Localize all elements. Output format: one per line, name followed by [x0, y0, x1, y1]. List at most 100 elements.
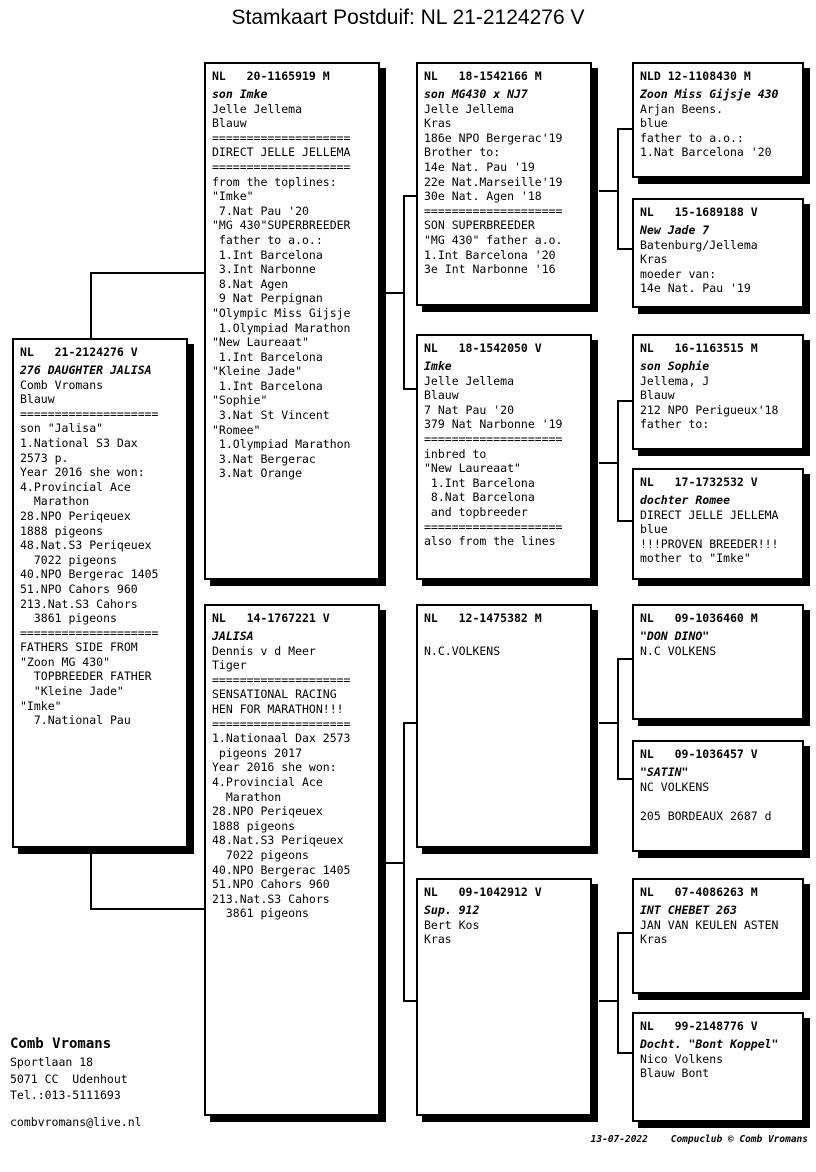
ring-number: NLD 12-1108430 M — [640, 69, 751, 83]
connector-g1m-stem — [386, 862, 405, 864]
connector-subject-to-mother-vertical — [90, 830, 92, 910]
credit-line: 13-07-2022 Compuclub © Comb Vromans — [590, 1134, 808, 1145]
ring-number: NL 07-4086263 M — [640, 885, 758, 899]
bird-name: JALISA — [212, 629, 254, 643]
connector-g1f-to-g2b — [403, 388, 416, 390]
pedigree-box-g3-mfm[interactable]: NL 09-1036457 V "SATIN" NC VOLKENS 205 B… — [632, 740, 804, 852]
bird-name: "SATIN" — [640, 765, 689, 779]
pedigree-box-g3-fff[interactable]: NLD 12-1108430 M Zoon Miss Gijsje 430 Ar… — [632, 62, 804, 178]
detail-body: Jelle Jellema Kras 186e NPO Bergerac'19 … — [424, 101, 563, 277]
connector-g1f-stem — [386, 292, 405, 294]
pedigree-box-g2-mf[interactable]: NL 12-1475382 M N.C.VOLKENS — [416, 604, 592, 848]
bird-name: Sup. 912 — [424, 903, 480, 917]
owner-address-line-1: Sportlaan 18 — [10, 1055, 94, 1069]
connector-g2d-trunk — [617, 932, 619, 1054]
detail-body: Jellema, J Blauw 212 NPO Perigueux'18 fa… — [640, 373, 779, 432]
bird-name: son MG430 x NJ7 — [424, 87, 528, 101]
owner-address-line-2: 5071 CC Udenhout — [10, 1071, 128, 1086]
ring-number: NL 16-1163515 M — [640, 341, 758, 355]
ring-number: NL 20-1165919 M — [212, 69, 330, 83]
pedigree-box-g2-fm[interactable]: NL 18-1542050 V Imke Jelle Jellema Blauw… — [416, 334, 592, 580]
pedigree-box-g2-ff[interactable]: NL 18-1542166 M son MG430 x NJ7 Jelle Je… — [416, 62, 592, 306]
connector-g2d-to-g3g — [617, 932, 632, 934]
bird-name: Zoon Miss Gijsje 430 — [640, 87, 779, 101]
pedigree-box-g1-mother[interactable]: NL 14-1767221 V JALISA Dennis v d Meer T… — [204, 604, 380, 1116]
pedigree-box-subject[interactable]: NL 21-2124276 V 276 DAUGHTER JALISA Comb… — [12, 338, 188, 848]
detail-body: Nico Volkens Blauw Bont — [640, 1051, 724, 1081]
box-detail-lines: New Jade 7 Batenburg/Jellema Kras moeder… — [640, 223, 796, 296]
box-detail-lines: JALISA Dennis v d Meer Tiger ===========… — [212, 629, 372, 921]
ring-number: NL 09-1036460 M — [640, 611, 758, 625]
pedigree-box-g1-father[interactable]: NL 20-1165919 M son Imke Jelle Jellema B… — [204, 62, 380, 580]
connector-g1m-to-g2c — [403, 722, 416, 724]
connector-g1m-to-g2d — [403, 1000, 416, 1002]
box-detail-lines: INT CHEBET 263 JAN VAN KEULEN ASTEN Kras — [640, 903, 796, 947]
ring-number: NL 12-1475382 M — [424, 611, 542, 625]
connector-g1f-to-g2a — [403, 195, 416, 197]
connector-g2c-to-g3f — [617, 778, 632, 780]
detail-body: Jelle Jellema Blauw 7 Nat Pau '20 379 Na… — [424, 373, 563, 549]
connector-subject-to-mother-horizontal — [90, 908, 204, 910]
ring-number: NL 18-1542050 V — [424, 341, 542, 355]
bird-name: Imke — [424, 359, 452, 373]
bird-name: 276 DAUGHTER JALISA — [20, 363, 152, 377]
ring-number: NL 14-1767221 V — [212, 611, 330, 625]
connector-g2b-trunk — [617, 400, 619, 522]
pedigree-box-g3-ffm[interactable]: NL 15-1689188 V New Jade 7 Batenburg/Jel… — [632, 198, 804, 308]
ring-number: NL 18-1542166 M — [424, 69, 542, 83]
pedigree-box-g2-mm[interactable]: NL 09-1042912 V Sup. 912 Bert Kos Kras — [416, 878, 592, 1116]
connector-g2a-to-g3a — [617, 128, 632, 130]
pedigree-box-g3-mmf[interactable]: NL 07-4086263 M INT CHEBET 263 JAN VAN K… — [632, 878, 804, 994]
connector-g2a-to-g3b — [617, 248, 632, 250]
owner-block: Comb Vromans Sportlaan 18 5071 CC Udenho… — [10, 1034, 142, 1130]
connector-g2c-to-g3e — [617, 658, 632, 660]
box-detail-lines: 276 DAUGHTER JALISA Comb Vromans Blauw =… — [20, 363, 180, 728]
box-detail-lines: N.C.VOLKENS — [424, 629, 584, 658]
pedigree-box-g3-mmm[interactable]: NL 99-2148776 V Docht. "Bont Koppel" Nic… — [632, 1012, 804, 1122]
detail-body: Bert Kos Kras — [424, 917, 480, 947]
connector-g2c-trunk — [617, 658, 619, 780]
ring-number: NL 09-1036457 V — [640, 747, 758, 761]
box-detail-lines: son Imke Jelle Jellema Blauw ===========… — [212, 87, 372, 481]
owner-name: Comb Vromans — [10, 1036, 112, 1052]
detail-body: NC VOLKENS 205 BORDEAUX 2687 d — [640, 779, 772, 823]
detail-body: JAN VAN KEULEN ASTEN Kras — [640, 917, 779, 947]
bird-name: INT CHEBET 263 — [640, 903, 737, 917]
owner-phone: Tel.:013-5111693 — [10, 1088, 121, 1102]
box-detail-lines: Zoon Miss Gijsje 430 Arjan Beens. blue f… — [640, 87, 796, 160]
detail-body: N.C.VOLKENS — [424, 643, 501, 658]
box-detail-lines: son Sophie Jellema, J Blauw 212 NPO Peri… — [640, 359, 796, 432]
bird-name: "DON DINO" — [640, 629, 710, 643]
box-detail-lines: dochter Romee DIRECT JELLE JELLEMA blue … — [640, 493, 796, 566]
connector-g2b-to-g3d — [617, 520, 632, 522]
pedigree-box-g3-fmm[interactable]: NL 17-1732532 V dochter Romee DIRECT JEL… — [632, 468, 804, 580]
connector-g2d-stem — [599, 1000, 619, 1002]
detail-body: DIRECT JELLE JELLEMA blue !!!PROVEN BREE… — [640, 507, 779, 566]
connector-g2c-stem — [599, 722, 619, 724]
box-detail-lines: Imke Jelle Jellema Blauw 7 Nat Pau '20 3… — [424, 359, 584, 549]
detail-body: Comb Vromans Blauw ==================== … — [20, 377, 159, 728]
box-detail-lines: Sup. 912 Bert Kos Kras — [424, 903, 584, 947]
ring-number: NL 21-2124276 V — [20, 345, 138, 359]
connector-subject-to-father-horizontal — [90, 272, 204, 274]
box-detail-lines: "DON DINO" N.C VOLKENS — [640, 629, 796, 658]
bird-name: dochter Romee — [640, 493, 731, 507]
pedigree-box-g3-mff[interactable]: NL 09-1036460 M "DON DINO" N.C VOLKENS — [632, 604, 804, 720]
bird-name: son Sophie — [640, 359, 710, 373]
ring-number: NL 99-2148776 V — [640, 1019, 758, 1033]
box-detail-lines: Docht. "Bont Koppel" Nico Volkens Blauw … — [640, 1037, 796, 1081]
connector-g2b-to-g3c — [617, 400, 632, 402]
connector-g2a-stem — [599, 190, 619, 192]
ring-number: NL 15-1689188 V — [640, 205, 758, 219]
detail-body: Dennis v d Meer Tiger ==================… — [212, 643, 351, 921]
owner-email[interactable]: combvromans@live.nl — [10, 1114, 142, 1129]
bird-name: son Imke — [212, 87, 268, 101]
owner-spacer — [10, 1104, 142, 1114]
connector-subject-to-father-vertical — [90, 272, 92, 340]
detail-body: N.C VOLKENS — [640, 643, 717, 658]
bird-name: New Jade 7 — [640, 223, 710, 237]
detail-body: Arjan Beens. blue father to a.o.: 1.Nat … — [640, 101, 772, 160]
pedigree-box-g3-fmf[interactable]: NL 16-1163515 M son Sophie Jellema, J Bl… — [632, 334, 804, 450]
ring-number: NL 09-1042912 V — [424, 885, 542, 899]
